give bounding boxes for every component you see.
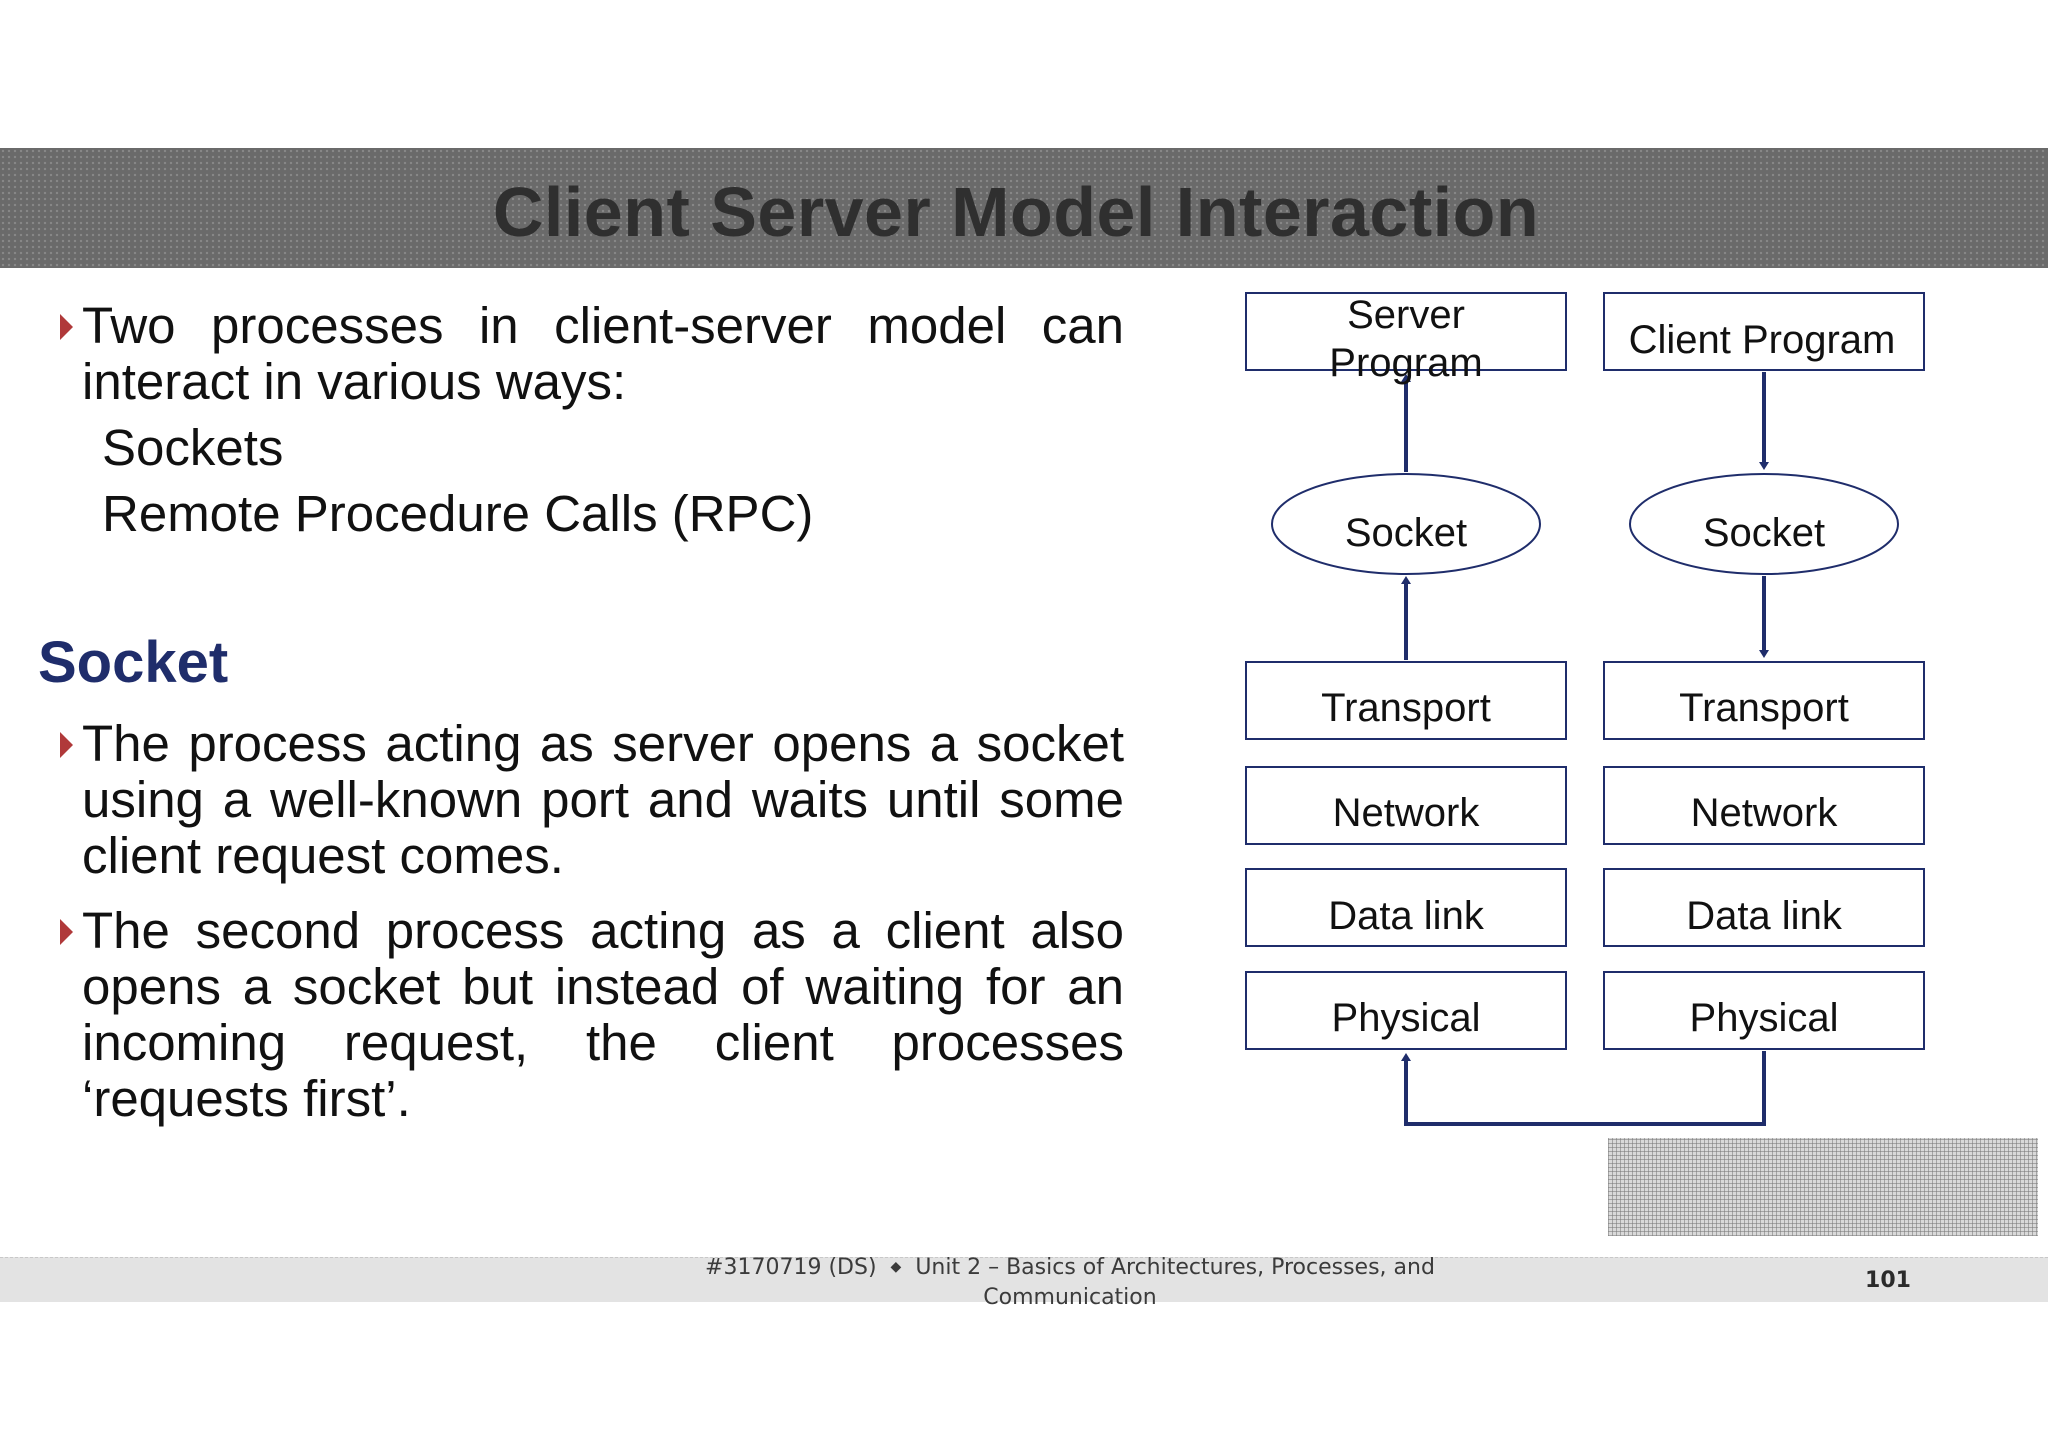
footer-unit-line2: Communication	[983, 1285, 1157, 1310]
client-datalink-label: Data link	[1686, 894, 1843, 938]
bullet-arrow-icon	[60, 314, 73, 340]
footer-line-1: #3170719 (DS) ◆ Unit 2 – Basics of Archite…	[690, 1252, 1450, 1283]
slide-title: Client Server Model Interaction	[492, 173, 1540, 251]
server-transport-box	[1245, 661, 1567, 740]
client-physical-box	[1603, 971, 1925, 1050]
bullet-arrow-icon	[60, 919, 73, 945]
client-transport-label: Transport	[1679, 686, 1849, 730]
client-network-label: Network	[1691, 791, 1839, 835]
server-datalink-box	[1245, 868, 1567, 947]
server-program-box	[1245, 292, 1567, 371]
intro-bullet-text: Two processes in client-server model can…	[82, 297, 1124, 410]
text-column: Two processes in client-server model can…	[0, 0, 1140, 1200]
server-network-box	[1245, 766, 1567, 845]
server-socket-label: Socket	[1345, 511, 1467, 555]
footer-text: #3170719 (DS) ◆ Unit 2 – Basics of Archite…	[690, 1252, 1450, 1313]
bullet-arrow-icon	[60, 732, 73, 758]
client-socket-ellipse	[1629, 473, 1899, 575]
client-network-box	[1603, 766, 1925, 845]
footer-unit-line1: Unit 2 – Basics of Architectures, Proces…	[915, 1255, 1435, 1280]
server-physical-label: Physical	[1332, 996, 1481, 1040]
socket-bullet-client: The second process acting as a client al…	[60, 902, 1124, 1127]
client-program-box	[1603, 292, 1925, 371]
page-number: 101	[1865, 1268, 1911, 1293]
intro-item-sockets: Sockets	[102, 419, 284, 476]
socket-bullet-server: The process acting as server opens a soc…	[60, 715, 1124, 884]
intro-item-rpc: Remote Procedure Calls (RPC)	[102, 485, 814, 542]
client-transport-box	[1603, 661, 1925, 740]
section-heading: Socket	[38, 630, 229, 695]
title-bar	[0, 148, 2048, 268]
server-program-label-line1: Server	[1347, 293, 1465, 337]
server-program-label-line2: Program	[1329, 341, 1482, 385]
client-program-label: Client Program	[1629, 318, 1896, 362]
protocol-stack-diagram: Server Program Socket Transport Network …	[1245, 292, 1925, 1126]
client-physical-label: Physical	[1690, 996, 1839, 1040]
client-datalink-box	[1603, 868, 1925, 947]
server-datalink-label: Data link	[1328, 894, 1485, 938]
socket-bullet-client-text: The second process acting as a client al…	[82, 902, 1124, 1127]
diamond-separator-icon: ◆	[890, 1259, 902, 1275]
socket-bullet-server-text: The process acting as server opens a soc…	[82, 715, 1124, 884]
footer-band	[0, 1257, 2048, 1302]
physical-link-path	[1401, 1051, 1766, 1126]
server-socket-ellipse	[1271, 473, 1541, 575]
client-socket-label: Socket	[1703, 511, 1825, 555]
server-network-label: Network	[1333, 791, 1481, 835]
server-transport-label: Transport	[1321, 686, 1491, 730]
intro-bullet: Two processes in client-server model can…	[60, 297, 1124, 410]
server-physical-box	[1245, 971, 1567, 1050]
footer-course: #3170719 (DS)	[705, 1255, 877, 1280]
pixelated-stamp	[1608, 1138, 2038, 1236]
